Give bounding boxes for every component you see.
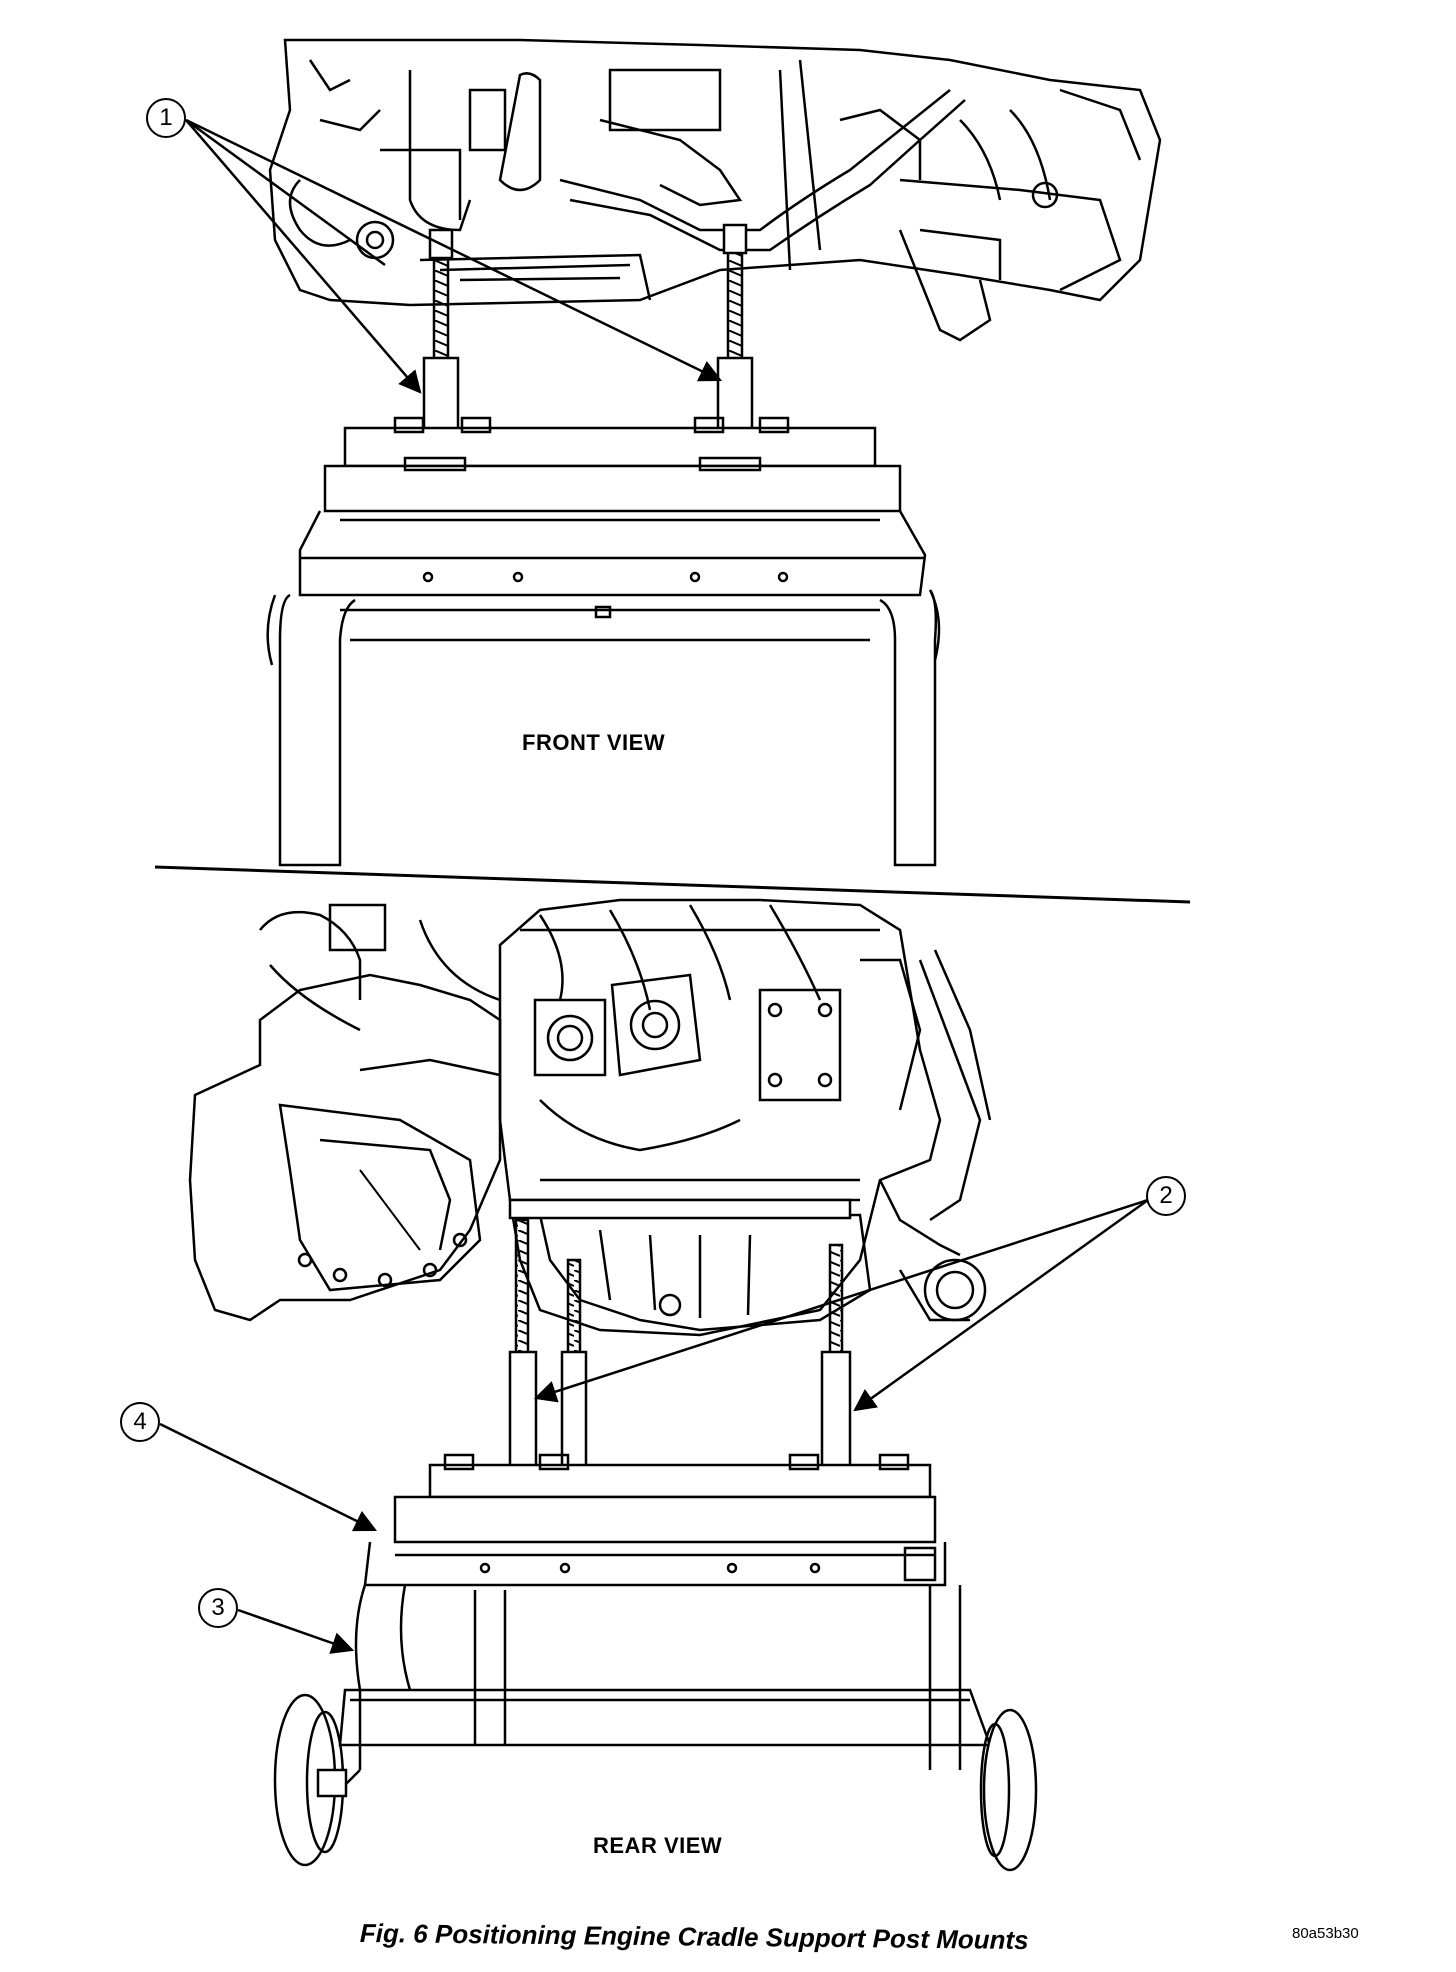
callout-3: 3 xyxy=(198,1588,238,1628)
rear-view xyxy=(159,898,1149,1872)
callout-3-arrow xyxy=(237,1608,355,1654)
front-view xyxy=(185,38,1162,867)
rear-cradle-frame xyxy=(273,1453,1038,1872)
rear-view-label: REAR VIEW xyxy=(593,1833,723,1858)
figure-code: 80a53b30 xyxy=(1292,1925,1359,1942)
callout-4-arrow xyxy=(159,1422,378,1532)
view-divider xyxy=(154,865,1191,904)
front-cradle-frame xyxy=(266,416,941,867)
rear-engine-assembly xyxy=(188,898,992,1337)
callout-4: 4 xyxy=(120,1402,160,1442)
front-engine-assembly xyxy=(268,38,1162,342)
front-view-label: FRONT VIEW xyxy=(522,730,666,755)
callout-1-arrows xyxy=(185,118,723,394)
rear-support-posts xyxy=(508,1198,852,1492)
callout-2: 2 xyxy=(1146,1176,1186,1216)
callout-1: 1 xyxy=(146,98,186,138)
callout-2-arrows xyxy=(533,1198,1149,1412)
